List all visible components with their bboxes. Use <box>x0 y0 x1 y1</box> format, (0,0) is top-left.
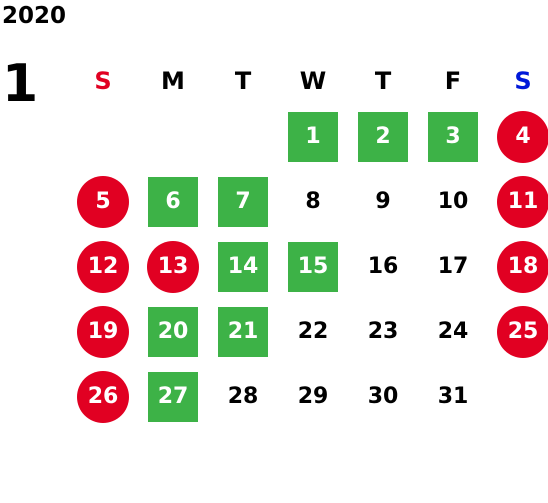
day-number: 31 <box>437 384 469 409</box>
day-cell: 4 <box>488 104 548 169</box>
day-cell: 29 <box>278 364 348 429</box>
day-number: 23 <box>367 319 399 344</box>
day-number: 5 <box>77 175 129 228</box>
day-number: 22 <box>297 319 329 344</box>
day-cell: 8 <box>278 169 348 234</box>
day-cell: 24 <box>418 299 488 364</box>
day-cell: 19 <box>68 299 138 364</box>
day-cell: 15 <box>278 234 348 299</box>
day-number: 11 <box>497 175 548 228</box>
day-number: 28 <box>227 384 259 409</box>
day-cell: 11 <box>488 169 548 234</box>
calendar-month: 1 <box>2 54 39 114</box>
weekday-saturday: S <box>514 67 532 95</box>
day-cell: 1 <box>278 104 348 169</box>
day-number: 18 <box>497 240 548 293</box>
day-cell: 18 <box>488 234 548 299</box>
day-number: 9 <box>375 189 391 214</box>
day-number: 26 <box>77 370 129 423</box>
day-number: 30 <box>367 384 399 409</box>
day-number: 1 <box>288 111 338 162</box>
calendar-year: 2020 <box>2 3 67 29</box>
day-number: 4 <box>497 110 548 163</box>
weekday-header: S M T W T F S <box>68 58 548 104</box>
day-cell: 27 <box>138 364 208 429</box>
day-cell: 7 <box>208 169 278 234</box>
weekday-monday: M <box>161 67 185 95</box>
day-cell: 3 <box>418 104 488 169</box>
day-number: 13 <box>147 240 199 293</box>
day-cell: 23 <box>348 299 418 364</box>
day-number: 6 <box>148 176 198 227</box>
day-cell: 20 <box>138 299 208 364</box>
day-number: 25 <box>497 305 548 358</box>
day-number: 19 <box>77 305 129 358</box>
day-cell: 17 <box>418 234 488 299</box>
day-cell: 5 <box>68 169 138 234</box>
weekday-thursday: T <box>374 67 392 95</box>
day-cell: 14 <box>208 234 278 299</box>
day-number: 2 <box>358 111 408 162</box>
day-cell: 9 <box>348 169 418 234</box>
day-number: 17 <box>437 254 469 279</box>
day-number: 16 <box>367 254 399 279</box>
day-cell: 13 <box>138 234 208 299</box>
weekday-friday: F <box>444 67 462 95</box>
day-number: 8 <box>305 189 321 214</box>
weekday-tuesday: T <box>234 67 252 95</box>
empty-day-cell <box>68 104 138 169</box>
empty-day-cell <box>138 104 208 169</box>
day-cell: 31 <box>418 364 488 429</box>
day-number: 20 <box>148 306 198 357</box>
day-cell: 10 <box>418 169 488 234</box>
day-number: 21 <box>218 306 268 357</box>
day-number: 24 <box>437 319 469 344</box>
empty-day-cell <box>208 104 278 169</box>
day-cell: 28 <box>208 364 278 429</box>
day-number: 15 <box>288 241 338 292</box>
day-number: 14 <box>218 241 268 292</box>
day-number: 3 <box>428 111 478 162</box>
day-number: 7 <box>218 176 268 227</box>
day-number: 12 <box>77 240 129 293</box>
weekday-wednesday: W <box>299 67 327 95</box>
day-cell: 21 <box>208 299 278 364</box>
day-cell: 25 <box>488 299 548 364</box>
empty-day-cell <box>488 364 548 429</box>
week-row: 12 13 14 15 16 17 18 <box>68 234 548 299</box>
weekday-sunday: S <box>94 67 112 95</box>
day-cell: 6 <box>138 169 208 234</box>
day-cell: 26 <box>68 364 138 429</box>
day-number: 27 <box>148 371 198 422</box>
day-cell: 30 <box>348 364 418 429</box>
day-cell: 16 <box>348 234 418 299</box>
day-number: 10 <box>437 189 469 214</box>
week-row: 26 27 28 29 30 31 <box>68 364 548 429</box>
day-number: 29 <box>297 384 329 409</box>
week-row: 19 20 21 22 23 24 25 <box>68 299 548 364</box>
day-cell: 12 <box>68 234 138 299</box>
day-cell: 2 <box>348 104 418 169</box>
day-cell: 22 <box>278 299 348 364</box>
